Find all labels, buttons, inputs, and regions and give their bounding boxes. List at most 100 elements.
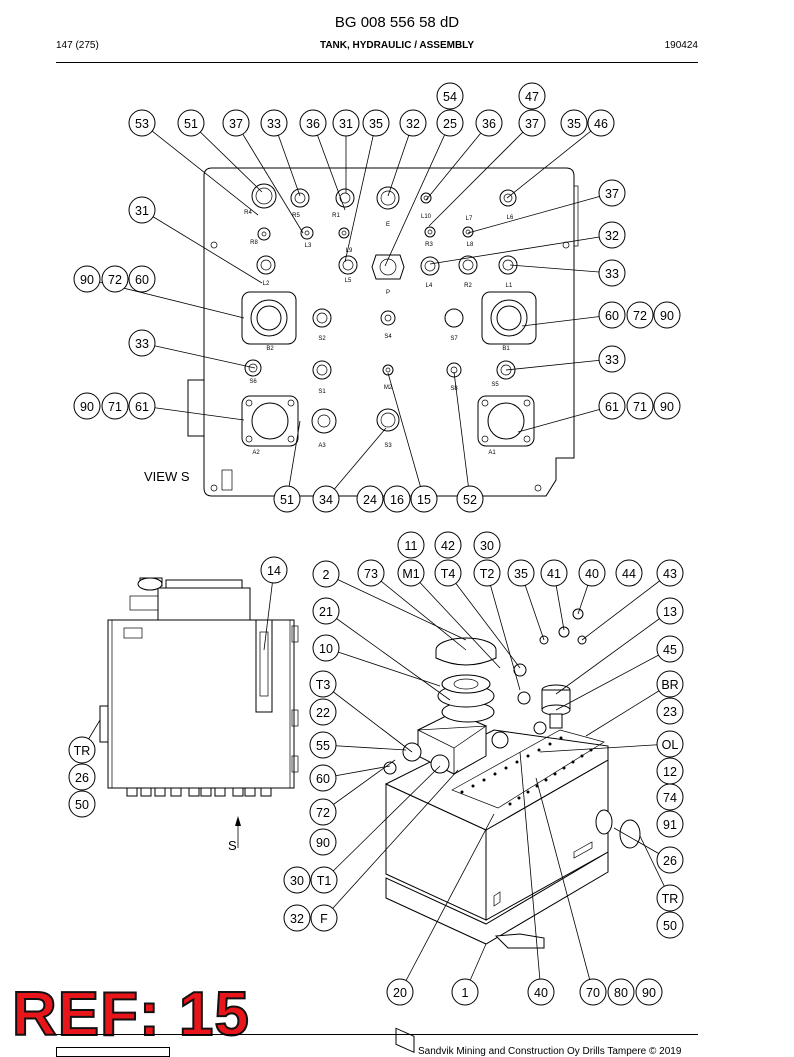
callout-13: 13 (656, 597, 684, 625)
callout-36: 36 (299, 109, 327, 137)
top-leader-4 (312, 122, 346, 211)
callout-33: 33 (598, 259, 626, 287)
top-leader-15 (141, 209, 263, 284)
bottom-leader-35 (323, 765, 441, 881)
svg-text:53: 53 (135, 117, 149, 131)
port-label-l7: L7 (466, 216, 473, 222)
svg-text:M1: M1 (402, 567, 419, 581)
svg-text:37: 37 (525, 117, 539, 131)
svg-text:37: 37 (229, 117, 243, 131)
port-label-p: P (386, 290, 390, 296)
callout-30: 30 (283, 866, 311, 894)
bottom-leader-7 (447, 572, 521, 669)
svg-text:90: 90 (80, 273, 94, 287)
port-label-s4: S4 (384, 334, 392, 340)
svg-text:BR: BR (661, 678, 678, 692)
svg-text:31: 31 (135, 204, 149, 218)
callout-45: 45 (656, 635, 684, 663)
callout-42: 42 (434, 531, 462, 559)
callout-71: 71 (626, 392, 654, 420)
callout-72: 72 (309, 798, 337, 826)
svg-text:41: 41 (547, 567, 561, 581)
callout-tr: TR (68, 736, 96, 764)
port-label-s8: S8 (450, 386, 458, 392)
svg-text:60: 60 (316, 772, 330, 786)
callout-33: 33 (128, 329, 156, 357)
callout-90: 90 (653, 392, 681, 420)
svg-text:90: 90 (316, 836, 330, 850)
svg-text:22: 22 (316, 706, 330, 720)
callout-t4: T4 (434, 559, 462, 587)
callout-33: 33 (260, 109, 288, 137)
svg-text:TR: TR (74, 744, 91, 758)
callout-61: 61 (598, 392, 626, 420)
svg-text:30: 30 (290, 874, 304, 888)
bottom-leader-42 (519, 751, 542, 993)
port-label-l6: L6 (507, 215, 514, 221)
svg-text:50: 50 (75, 798, 89, 812)
port-label-l1: L1 (506, 283, 513, 289)
callout-72: 72 (626, 301, 654, 329)
callout-60: 60 (128, 265, 156, 293)
svg-text:35: 35 (567, 117, 581, 131)
callout-73: 73 (357, 559, 385, 587)
svg-text:34: 34 (319, 493, 333, 507)
callout-31: 31 (332, 109, 360, 137)
callout-50: 50 (656, 911, 684, 939)
svg-text:23: 23 (663, 705, 677, 719)
callout-51: 51 (273, 485, 301, 513)
callout-50: 50 (68, 790, 96, 818)
callout-51: 51 (177, 109, 205, 137)
callout-40: 40 (578, 559, 606, 587)
port-label-a3: A3 (318, 443, 326, 449)
port-label-s5: S5 (491, 382, 499, 388)
callout-90: 90 (653, 301, 681, 329)
callout-t1: T1 (310, 866, 338, 894)
svg-text:71: 71 (633, 400, 647, 414)
callout-80: 80 (607, 978, 635, 1006)
callout-2: 2 (312, 560, 340, 588)
callout-55: 55 (309, 731, 337, 759)
bottom-leader-17 (555, 648, 671, 711)
svg-text:33: 33 (605, 353, 619, 367)
top-leader-17 (429, 234, 613, 265)
port-label-r2: R2 (464, 283, 472, 289)
flange-b2 (241, 291, 297, 345)
svg-text:T2: T2 (480, 567, 495, 581)
top-leader-0 (141, 122, 259, 216)
bottom-leader-39 (323, 769, 459, 919)
svg-text:90: 90 (80, 400, 94, 414)
svg-text:T3: T3 (316, 678, 331, 692)
callout-90: 90 (309, 828, 337, 856)
svg-text:70: 70 (586, 986, 600, 1000)
svg-text:35: 35 (369, 117, 383, 131)
callout-32: 32 (598, 221, 626, 249)
svg-text:32: 32 (406, 117, 420, 131)
port-label-r3: R3 (425, 242, 433, 248)
svg-text:51: 51 (280, 493, 294, 507)
flange-a1 (477, 395, 535, 447)
svg-text:32: 32 (605, 229, 619, 243)
svg-text:25: 25 (443, 117, 457, 131)
svg-text:40: 40 (585, 567, 599, 581)
bottom-leader-30 (322, 759, 396, 813)
port-label-l10: L10 (421, 214, 432, 220)
svg-text:F: F (320, 912, 328, 926)
svg-text:35: 35 (514, 567, 528, 581)
s-arrow-label: S (228, 838, 237, 853)
svg-text:30: 30 (480, 539, 494, 553)
svg-text:1: 1 (462, 986, 469, 1000)
callout-34: 34 (312, 485, 340, 513)
callout-37: 37 (598, 179, 626, 207)
callout-26: 26 (656, 846, 684, 874)
svg-text:90: 90 (660, 400, 674, 414)
bottom-leader-22 (322, 744, 407, 751)
callout-31: 31 (128, 196, 156, 224)
callout-1: 1 (451, 978, 479, 1006)
svg-text:OL: OL (662, 738, 679, 752)
callout-71: 71 (101, 392, 129, 420)
callout-43: 43 (656, 559, 684, 587)
svg-text:2: 2 (323, 568, 330, 582)
flange-b1 (481, 291, 537, 345)
callout-tr: TR (656, 884, 684, 912)
